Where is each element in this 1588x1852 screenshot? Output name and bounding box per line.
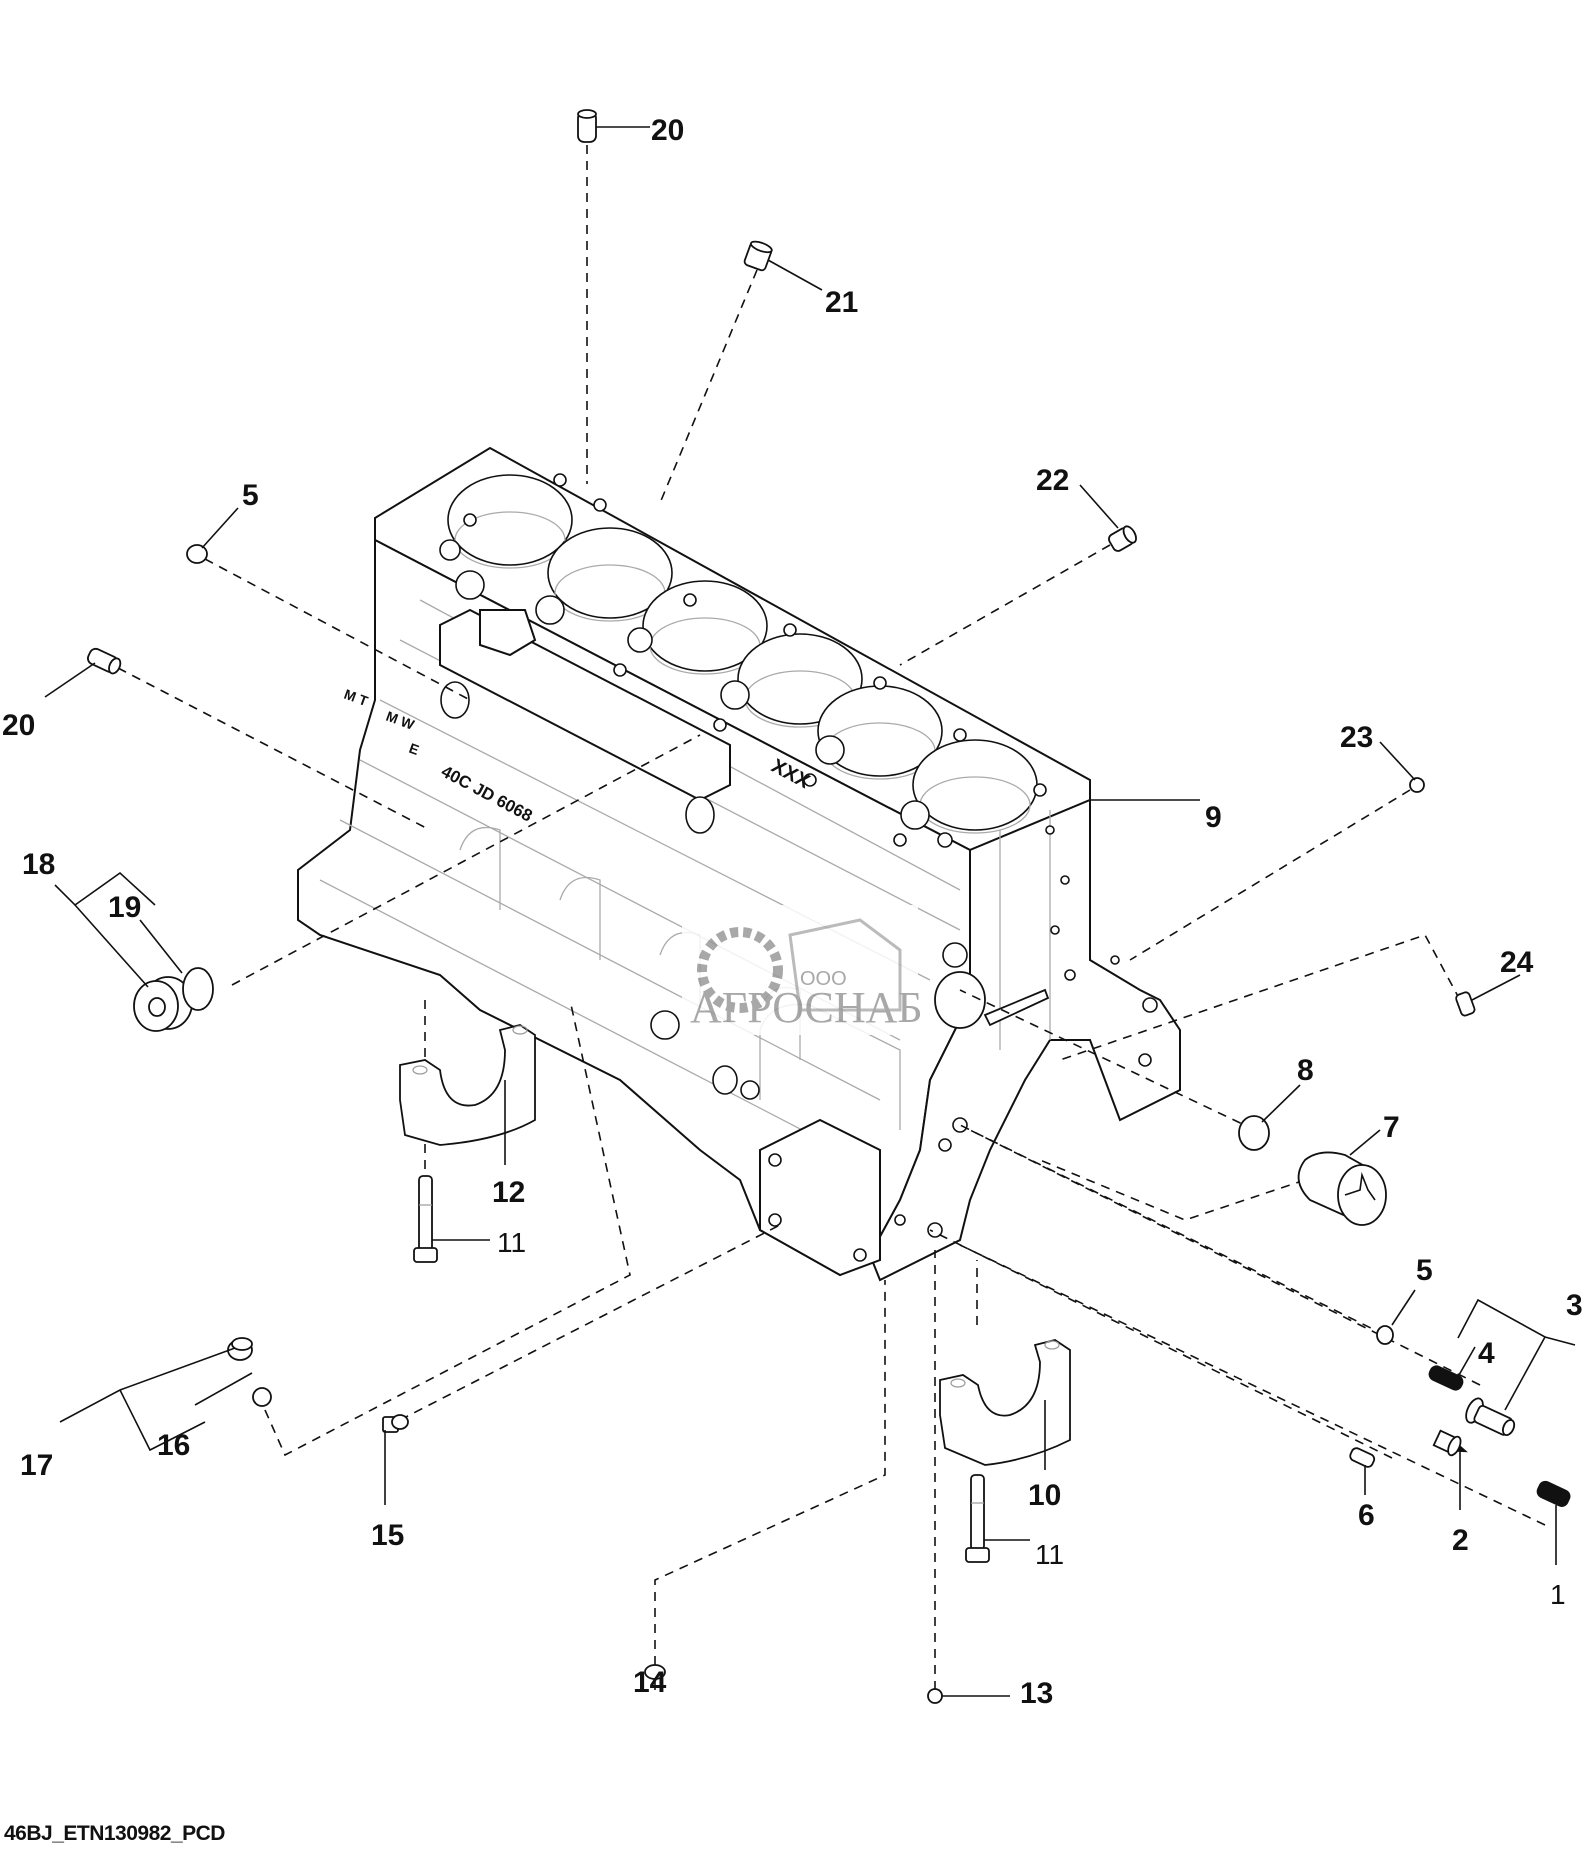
cylinder-bore-2 bbox=[547, 527, 673, 619]
bushing bbox=[743, 240, 773, 272]
o-ring-19 bbox=[182, 967, 214, 1011]
callout-20-left[interactable]: 20 bbox=[2, 709, 35, 742]
cylinder-block: M T M W E 40C JD 6068 XXX bbox=[297, 446, 1181, 1282]
figure-id-label: 46BJ_ETN130982_PCD bbox=[4, 1822, 225, 1845]
callout-labels: 1 2 3 4 5 5 6 7 8 9 10 11 11 12 13 14 15… bbox=[2, 114, 1583, 1710]
side-port-rear bbox=[685, 796, 715, 834]
cylinder-bore-6 bbox=[912, 739, 1038, 831]
cap-screw-11-right bbox=[965, 1474, 990, 1563]
loose-parts bbox=[87, 109, 1571, 1704]
callout-19[interactable]: 19 bbox=[108, 891, 141, 924]
watermark-name: АГРОСНАБ bbox=[690, 983, 923, 1032]
callout-21[interactable]: 21 bbox=[825, 286, 858, 319]
fitting-3 bbox=[1465, 1397, 1516, 1436]
callout-3[interactable]: 3 bbox=[1566, 1289, 1583, 1322]
watermark-logo: ООО АГРОСНАБ bbox=[682, 905, 923, 1035]
cap-8 bbox=[1238, 1115, 1270, 1151]
end-face-seal-plate bbox=[934, 971, 986, 1029]
plug-right bbox=[1376, 1325, 1394, 1345]
end-face-holes bbox=[894, 825, 1158, 1238]
ball-23 bbox=[1409, 777, 1425, 793]
block-mount-pad bbox=[759, 1118, 881, 1277]
callout-5-right[interactable]: 5 bbox=[1416, 1254, 1433, 1287]
deck-holes bbox=[439, 473, 1047, 848]
callout-24[interactable]: 24 bbox=[1500, 946, 1534, 979]
side-port-front bbox=[440, 681, 470, 719]
callout-13[interactable]: 13 bbox=[1020, 1677, 1053, 1710]
plug-assembly-17 bbox=[227, 1337, 253, 1361]
block-marking-mt: M T bbox=[342, 686, 371, 709]
callout-22[interactable]: 22 bbox=[1036, 464, 1069, 497]
plug-22 bbox=[1108, 525, 1137, 552]
callout-6[interactable]: 6 bbox=[1358, 1499, 1375, 1532]
callout-17[interactable]: 17 bbox=[20, 1449, 53, 1482]
callout-16[interactable]: 16 bbox=[157, 1429, 190, 1462]
pin-6 bbox=[1349, 1447, 1376, 1468]
callout-2[interactable]: 2 bbox=[1452, 1524, 1469, 1557]
plug-spring-1 bbox=[1536, 1480, 1571, 1507]
callout-7[interactable]: 7 bbox=[1383, 1111, 1400, 1144]
callout-11-right[interactable]: 11 bbox=[1035, 1539, 1064, 1570]
watermark-gear-icon bbox=[697, 927, 783, 1013]
washer-14 bbox=[644, 1664, 666, 1680]
watermark-harvester-icon bbox=[788, 918, 902, 1012]
cylinder-bore-4 bbox=[737, 633, 863, 725]
cylinder-bore-3 bbox=[642, 580, 768, 672]
main-bearing-cap-10 bbox=[939, 1339, 1071, 1466]
callout-4[interactable]: 4 bbox=[1478, 1337, 1495, 1370]
callout-18[interactable]: 18 bbox=[22, 848, 55, 881]
end-face-tube bbox=[983, 988, 1050, 1027]
callout-15[interactable]: 15 bbox=[371, 1519, 404, 1552]
cap-screw-11-left bbox=[413, 1175, 438, 1263]
block-end-face bbox=[868, 798, 1181, 1282]
cylinder-bore-1 bbox=[447, 474, 573, 566]
callout-9[interactable]: 9 bbox=[1205, 801, 1222, 834]
plug-top-left bbox=[186, 544, 208, 564]
block-water-rail bbox=[439, 608, 731, 802]
callout-14[interactable]: 14 bbox=[633, 1666, 667, 1699]
callout-5-top[interactable]: 5 bbox=[242, 479, 259, 512]
side-port-lower bbox=[650, 1010, 680, 1040]
o-ring-16 bbox=[252, 1387, 272, 1407]
ball-13 bbox=[927, 1688, 943, 1704]
callout-10[interactable]: 10 bbox=[1028, 1479, 1061, 1512]
dowel-pin-top bbox=[577, 109, 597, 143]
dowel-pin-left bbox=[87, 647, 122, 675]
cup-plug-7 bbox=[1297, 1151, 1387, 1226]
fitting-2 bbox=[1432, 1429, 1468, 1457]
leader-lines bbox=[44, 126, 1576, 1697]
spring-4 bbox=[1428, 1365, 1464, 1391]
callout-12[interactable]: 12 bbox=[492, 1176, 525, 1209]
block-side-boss bbox=[479, 609, 537, 657]
callout-8[interactable]: 8 bbox=[1297, 1054, 1314, 1087]
nozzle bbox=[1455, 991, 1476, 1017]
callout-23[interactable]: 23 bbox=[1340, 721, 1373, 754]
cylinder-bores bbox=[447, 474, 1038, 834]
callout-20-top[interactable]: 20 bbox=[651, 114, 684, 147]
callout-11-left[interactable]: 11 bbox=[497, 1227, 526, 1258]
assembly-lines bbox=[117, 145, 1546, 1690]
plug-15 bbox=[382, 1414, 409, 1433]
watermark-prefix: ООО bbox=[800, 968, 847, 990]
main-bearing-cap-12 bbox=[399, 1024, 536, 1146]
callout-1[interactable]: 1 bbox=[1550, 1579, 1566, 1610]
